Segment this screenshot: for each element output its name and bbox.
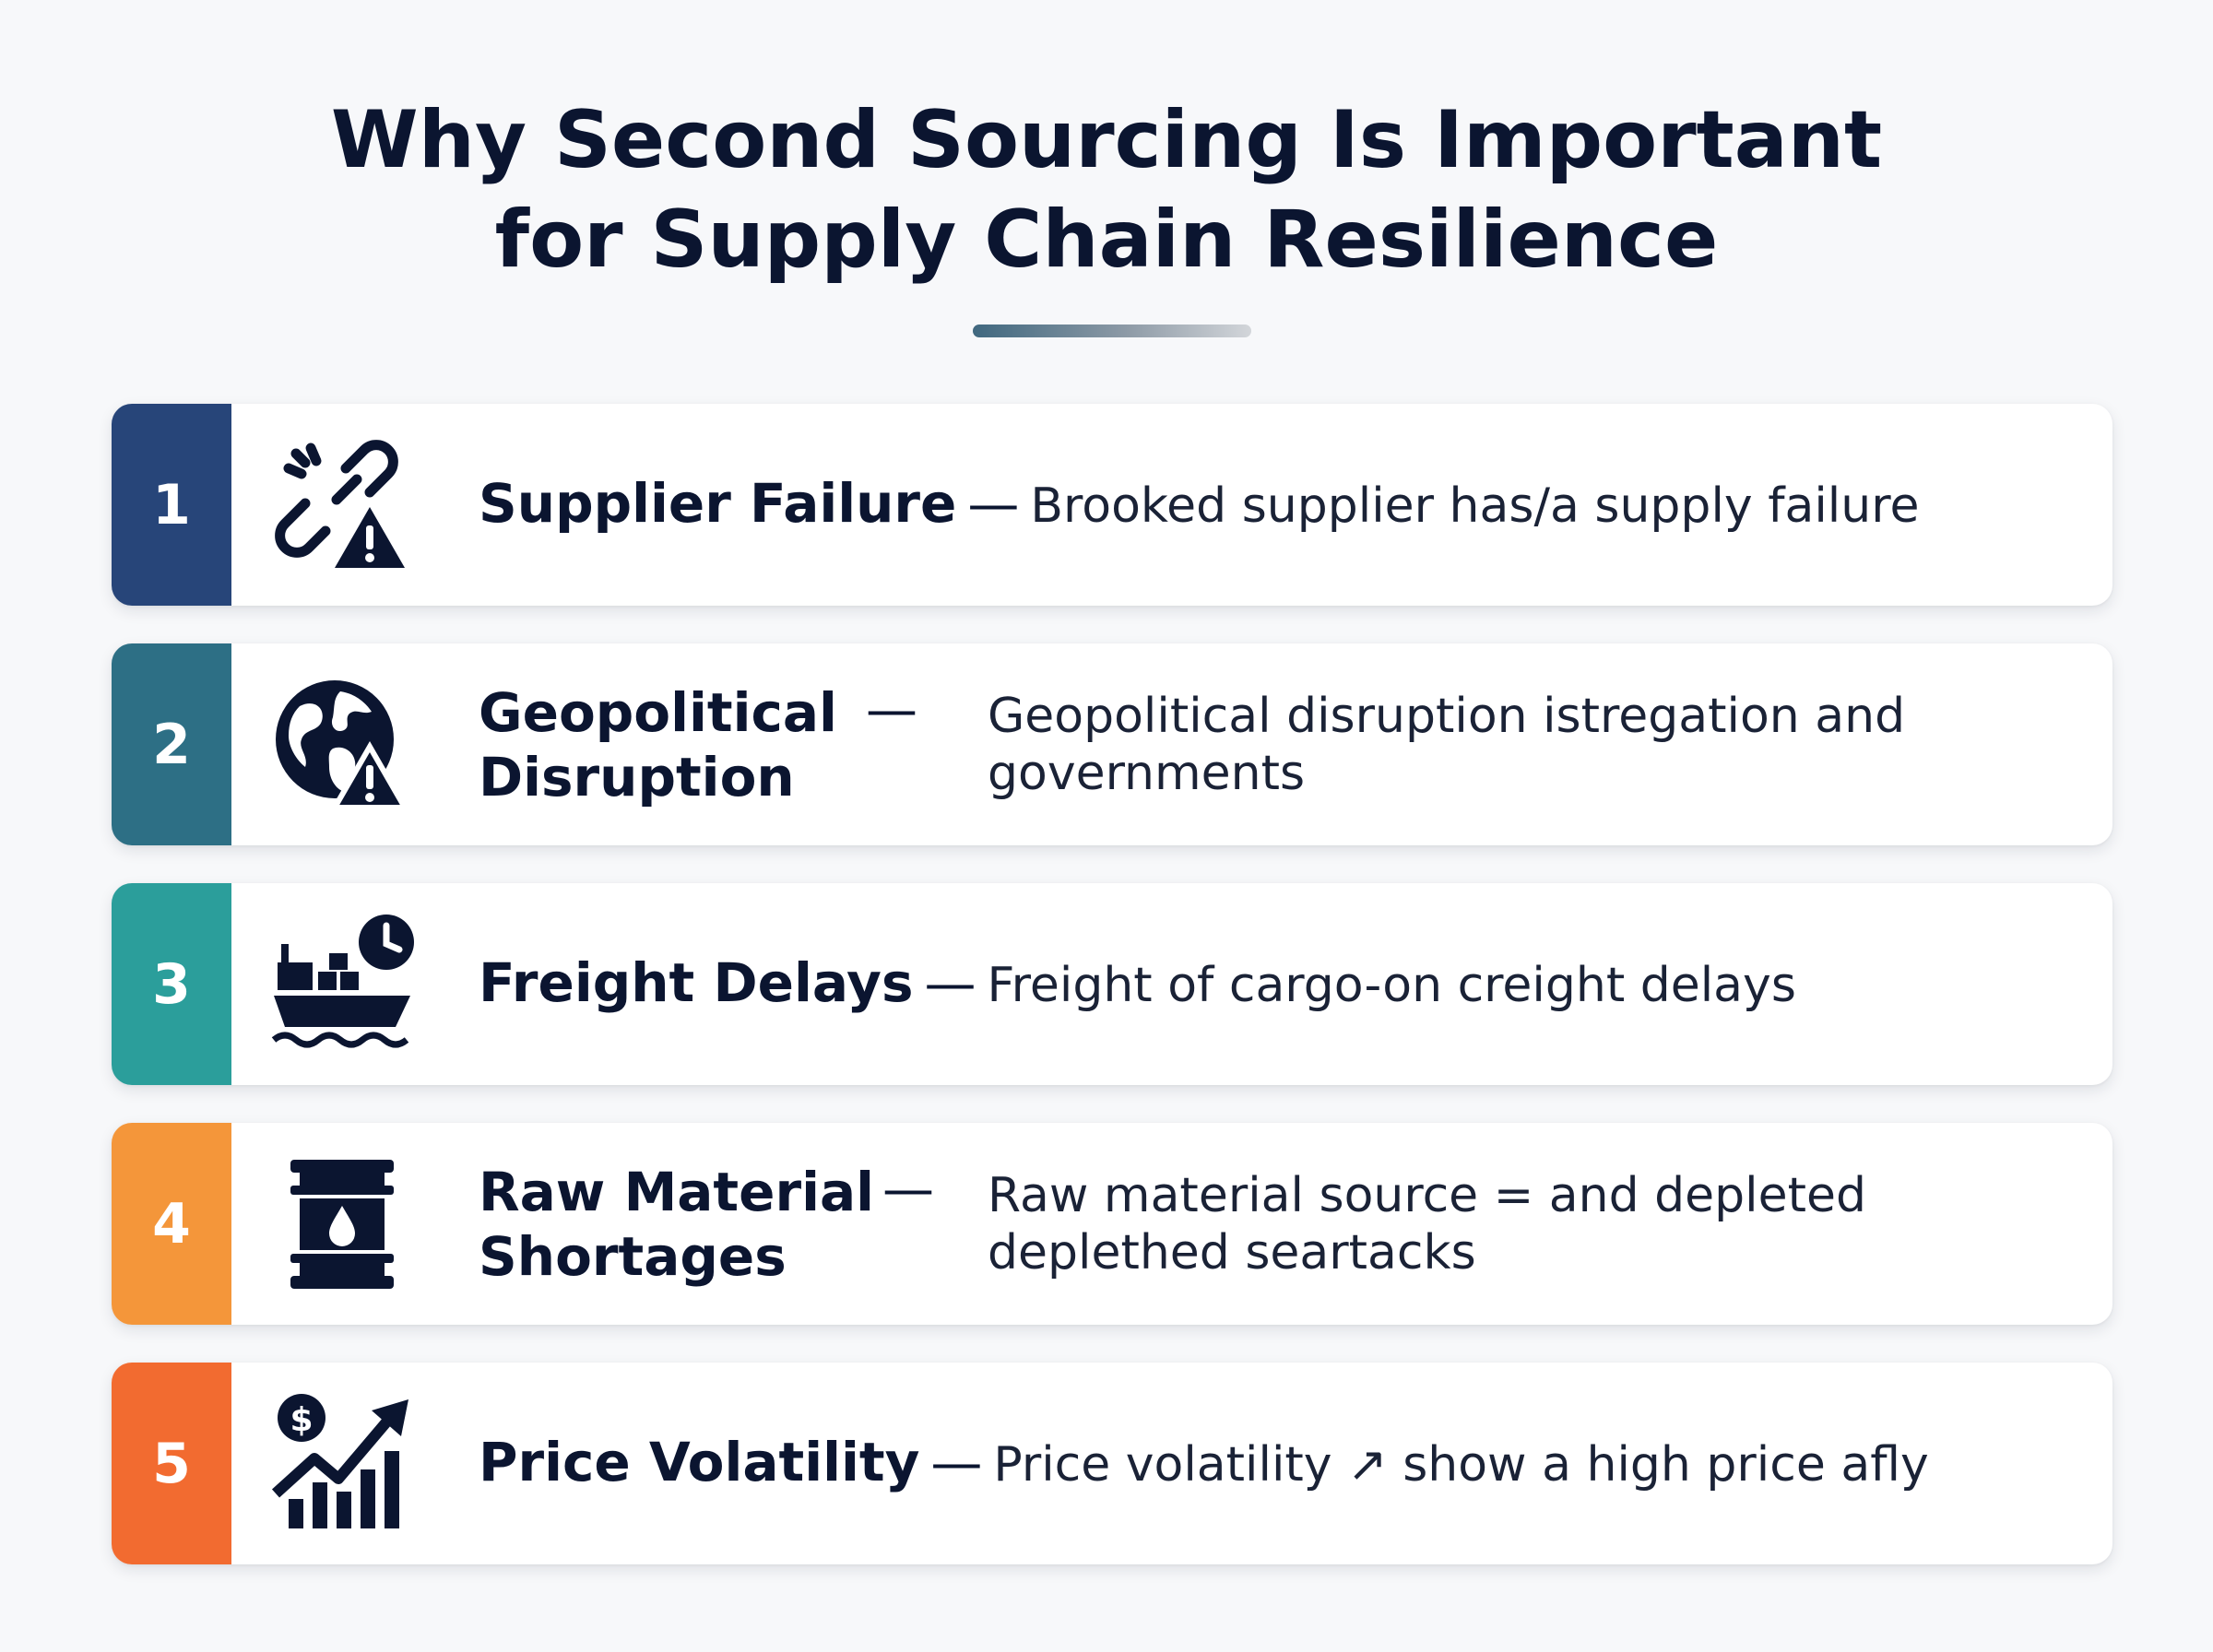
reason-label-line-2: Disruption — [479, 746, 795, 808]
reason-number: 1 — [152, 472, 191, 537]
reason-separator: — — [924, 954, 976, 1014]
reason-card-geopolitical-disruption: 2 Geopolitical Disruption — Geopolitical… — [112, 643, 2112, 845]
reason-number: 2 — [152, 712, 191, 777]
reason-description-line-2: governments — [988, 746, 1306, 801]
reason-card-freight-delays: 3 Freight Delays—Freight of cargo-on cre… — [112, 883, 2112, 1085]
reason-description: Freight of cargo-on creight delays — [987, 958, 1796, 1013]
reason-card-raw-material-shortages: 4 Raw Material Shortages — Raw material … — [112, 1123, 2112, 1325]
reason-label-line-1: Geopolitical — [479, 681, 837, 744]
reason-number-badge: 3 — [112, 883, 231, 1085]
reason-description-line-2: deplethed seartacks — [988, 1225, 1476, 1280]
reason-card-supplier-failure: 1 Supplier Failure—Brooked supplier has/… — [112, 404, 2112, 606]
reason-card-price-volatility: 5 $ Price Volatility—Price volatility ↗ … — [112, 1363, 2112, 1564]
reason-text-row: Freight Delays—Freight of cargo-on creig… — [479, 950, 1796, 1018]
reason-separator: — — [882, 1160, 934, 1220]
reason-separator: — — [866, 680, 917, 740]
reason-number: 5 — [152, 1431, 191, 1496]
reason-text-row: Price Volatility—Price volatility ↗ show… — [479, 1430, 1929, 1497]
reason-text-row: Supplier Failure—Brooked supplier has/a … — [479, 471, 1919, 538]
globe-warning-icon — [268, 671, 416, 819]
cargo-ship-clock-icon — [268, 911, 416, 1058]
reason-number-badge: 5 — [112, 1363, 231, 1564]
reason-number: 4 — [152, 1191, 191, 1257]
oil-barrel-icon — [268, 1150, 416, 1298]
svg-text:$: $ — [290, 1401, 313, 1439]
reason-number: 3 — [152, 951, 191, 1017]
reason-label: Supplier Failure — [479, 472, 957, 535]
reason-separator: — — [930, 1434, 983, 1493]
title-underline — [973, 324, 1251, 337]
reason-label: Freight Delays — [479, 951, 914, 1014]
reason-description: Geopolitical disruption istregation and … — [988, 688, 1905, 802]
reason-number-badge: 2 — [112, 643, 231, 845]
reason-description-line-1: Raw material source = and depleted — [988, 1168, 1866, 1223]
reason-label-line-2: Shortages — [479, 1225, 787, 1288]
reason-description-line-1: Geopolitical disruption istregation and — [988, 689, 1906, 744]
broken-link-warning-icon — [268, 431, 416, 579]
reason-label: Geopolitical Disruption — [479, 680, 837, 809]
reason-description: Price volatility ↗ show a high price afl… — [993, 1437, 1929, 1493]
page-title-line-1: Why Second Sourcing Is Important — [330, 94, 1883, 186]
reason-number-badge: 1 — [112, 404, 231, 606]
reason-label: Raw Material Shortages — [479, 1160, 874, 1289]
reason-description: Raw material source = and depleted deple… — [988, 1167, 1866, 1281]
page-title-line-2: for Supply Chain Resilience — [494, 194, 1719, 286]
reason-description: Brooked supplier has/a supply failure — [1030, 478, 1920, 534]
price-trend-up-icon: $ — [268, 1390, 416, 1538]
reason-separator: — — [967, 475, 1020, 535]
reason-label: Price Volatility — [479, 1431, 920, 1493]
reason-number-badge: 4 — [112, 1123, 231, 1325]
reason-label-line-1: Raw Material — [479, 1161, 874, 1223]
page-title: Why Second Sourcing Is Important for Sup… — [0, 90, 2213, 289]
